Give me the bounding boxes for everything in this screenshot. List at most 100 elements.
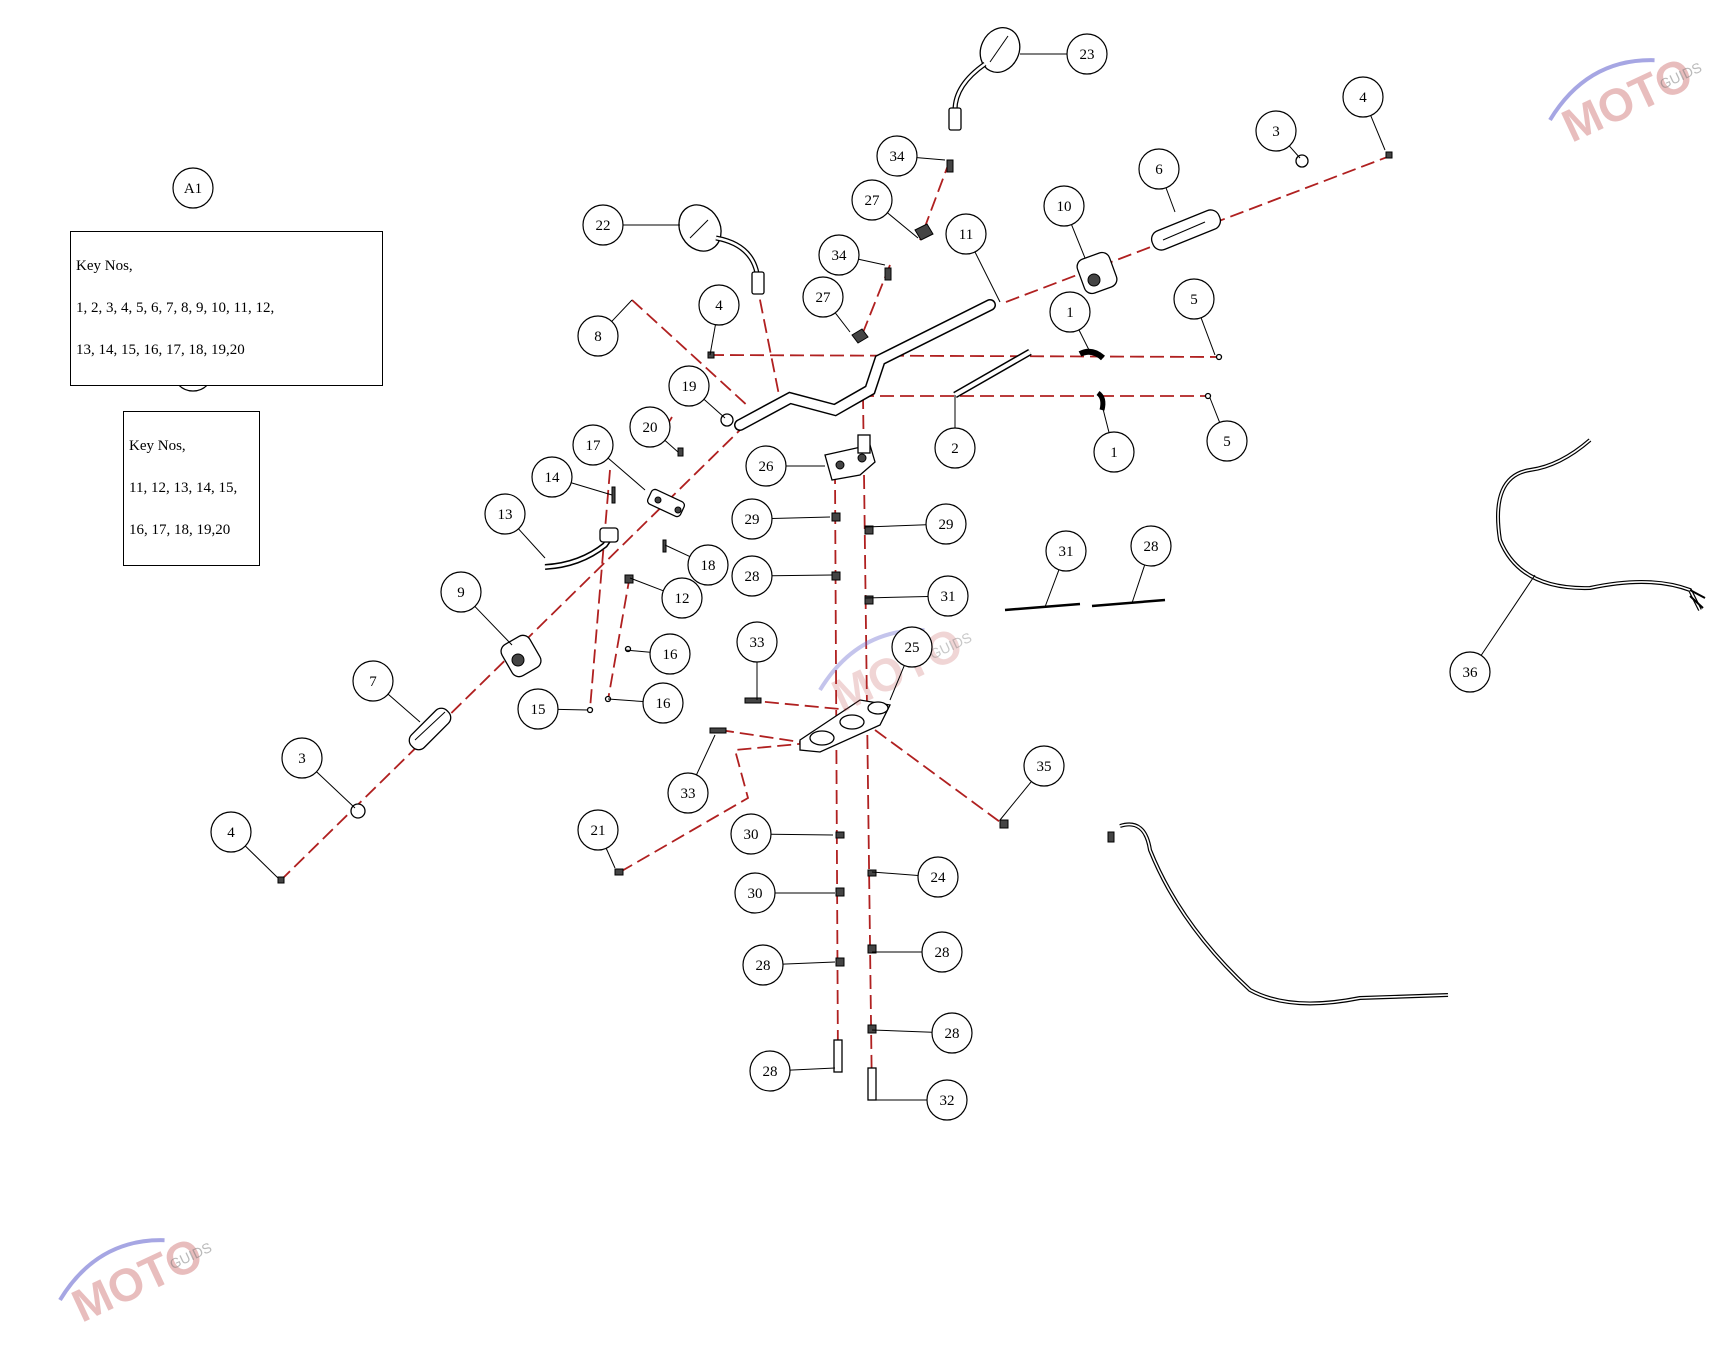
throttle-cable — [1107, 822, 1449, 1006]
riser-clamp — [824, 434, 876, 481]
leader-line — [557, 708, 589, 711]
callout-number: 33 — [681, 786, 696, 802]
callout-22: 22 — [582, 204, 680, 246]
callout-number: 31 — [1059, 544, 1074, 560]
callout-16: 16 — [607, 682, 684, 724]
callout-number: 30 — [748, 886, 763, 902]
callout-number: 15 — [531, 702, 546, 718]
callout-number: 28 — [935, 945, 950, 961]
callout-circle — [1093, 431, 1135, 473]
watermark-bottom-left: MOTO GUIDS — [58, 1227, 214, 1332]
leader-line — [782, 961, 836, 965]
leader-line — [1165, 187, 1176, 213]
callout-number: 22 — [596, 218, 611, 234]
callout-9: 9 — [440, 571, 513, 646]
lever-bracket — [646, 488, 686, 518]
callout-circle — [698, 284, 740, 326]
rods — [1004, 598, 1166, 612]
callout-number: 30 — [744, 827, 759, 843]
callout-21: 21 — [577, 809, 619, 869]
kit-line: 13, 14, 15, 16, 17, 18, 19,20 — [76, 342, 245, 358]
callout-number: 29 — [939, 517, 954, 533]
callout-circle — [687, 544, 729, 586]
callout-19: 19 — [668, 365, 726, 419]
clutch-lever — [544, 527, 619, 570]
mirror-right — [948, 27, 1021, 131]
leader-line — [474, 606, 513, 646]
callout-number: 27 — [816, 290, 832, 306]
callout-30: 30 — [730, 813, 834, 855]
callout-5: 5 — [1206, 397, 1248, 462]
callout-11: 11 — [945, 213, 1001, 303]
callout-circle — [1173, 278, 1215, 320]
callout-13: 13 — [484, 493, 546, 559]
leader-line — [864, 524, 927, 528]
callout-number: 1 — [1110, 445, 1118, 461]
leader-line — [1480, 574, 1536, 656]
callout-number: 33 — [750, 635, 765, 651]
callout-number: 7 — [369, 674, 377, 690]
callout-circle — [925, 503, 967, 545]
switch-right — [1076, 251, 1118, 295]
callout-3: 3 — [1255, 110, 1301, 159]
kit-label-a1: A1 — [172, 167, 214, 209]
callout-35: 35 — [999, 745, 1065, 821]
callout-number: 2 — [951, 441, 959, 457]
callout-number: 1 — [1066, 305, 1074, 321]
handlebar — [734, 299, 1032, 431]
callout-16: 16 — [624, 633, 691, 675]
callout-number: 36 — [1463, 665, 1479, 681]
callout-3: 3 — [281, 737, 356, 809]
callout-number: 34 — [832, 248, 848, 264]
callout-number: 12 — [675, 591, 690, 607]
callout-circle — [661, 577, 703, 619]
leader-line — [571, 482, 613, 496]
switch-left — [500, 634, 542, 678]
callout-circle — [927, 575, 969, 617]
leader-line — [518, 528, 546, 559]
callout-number: 17 — [586, 438, 602, 454]
callout-number: 21 — [591, 823, 606, 839]
leader-line — [1071, 224, 1086, 259]
leader-line — [999, 781, 1032, 821]
callout-circle — [629, 406, 671, 448]
callout-1: 1 — [1093, 404, 1135, 473]
callout-27: 27 — [851, 179, 919, 239]
kit-line: 1, 2, 3, 4, 5, 6, 7, 8, 9, 10, 11, 12, — [76, 300, 275, 316]
callout-number: 10 — [1057, 199, 1072, 215]
leader-line — [316, 771, 356, 809]
callout-number: 35 — [1037, 759, 1052, 775]
callout-circle — [1045, 530, 1087, 572]
callout-28: 28 — [1130, 525, 1172, 604]
leader-line — [387, 693, 421, 723]
leader-line — [974, 251, 1001, 303]
callout-28: 28 — [871, 1012, 973, 1054]
svg-text:A1: A1 — [184, 181, 202, 197]
callout-33: 33 — [736, 621, 778, 700]
callout-circle — [1066, 33, 1108, 75]
callout-28: 28 — [731, 555, 833, 597]
callout-28: 28 — [749, 1050, 836, 1092]
callout-32: 32 — [872, 1079, 968, 1121]
leader-line — [887, 212, 919, 239]
callout-number: 28 — [945, 1026, 960, 1042]
leader-line — [834, 312, 851, 333]
leader-line — [664, 544, 691, 558]
callout-7: 7 — [352, 660, 421, 723]
callout-circle — [734, 872, 776, 914]
callout-circle — [642, 682, 684, 724]
callout-8: 8 — [577, 299, 633, 357]
callout-circle — [945, 213, 987, 255]
callout-circle — [1049, 291, 1091, 333]
callout-number: 9 — [457, 585, 465, 601]
leader-line — [1078, 329, 1091, 353]
mirror-left — [678, 204, 765, 295]
callout-number: 29 — [745, 512, 760, 528]
callout-circle — [731, 555, 773, 597]
callout-circle — [531, 456, 573, 498]
kit-title: Key Nos, — [129, 438, 186, 454]
leader-line — [611, 299, 633, 322]
callout-circle — [1130, 525, 1172, 567]
leader-line — [709, 324, 716, 356]
